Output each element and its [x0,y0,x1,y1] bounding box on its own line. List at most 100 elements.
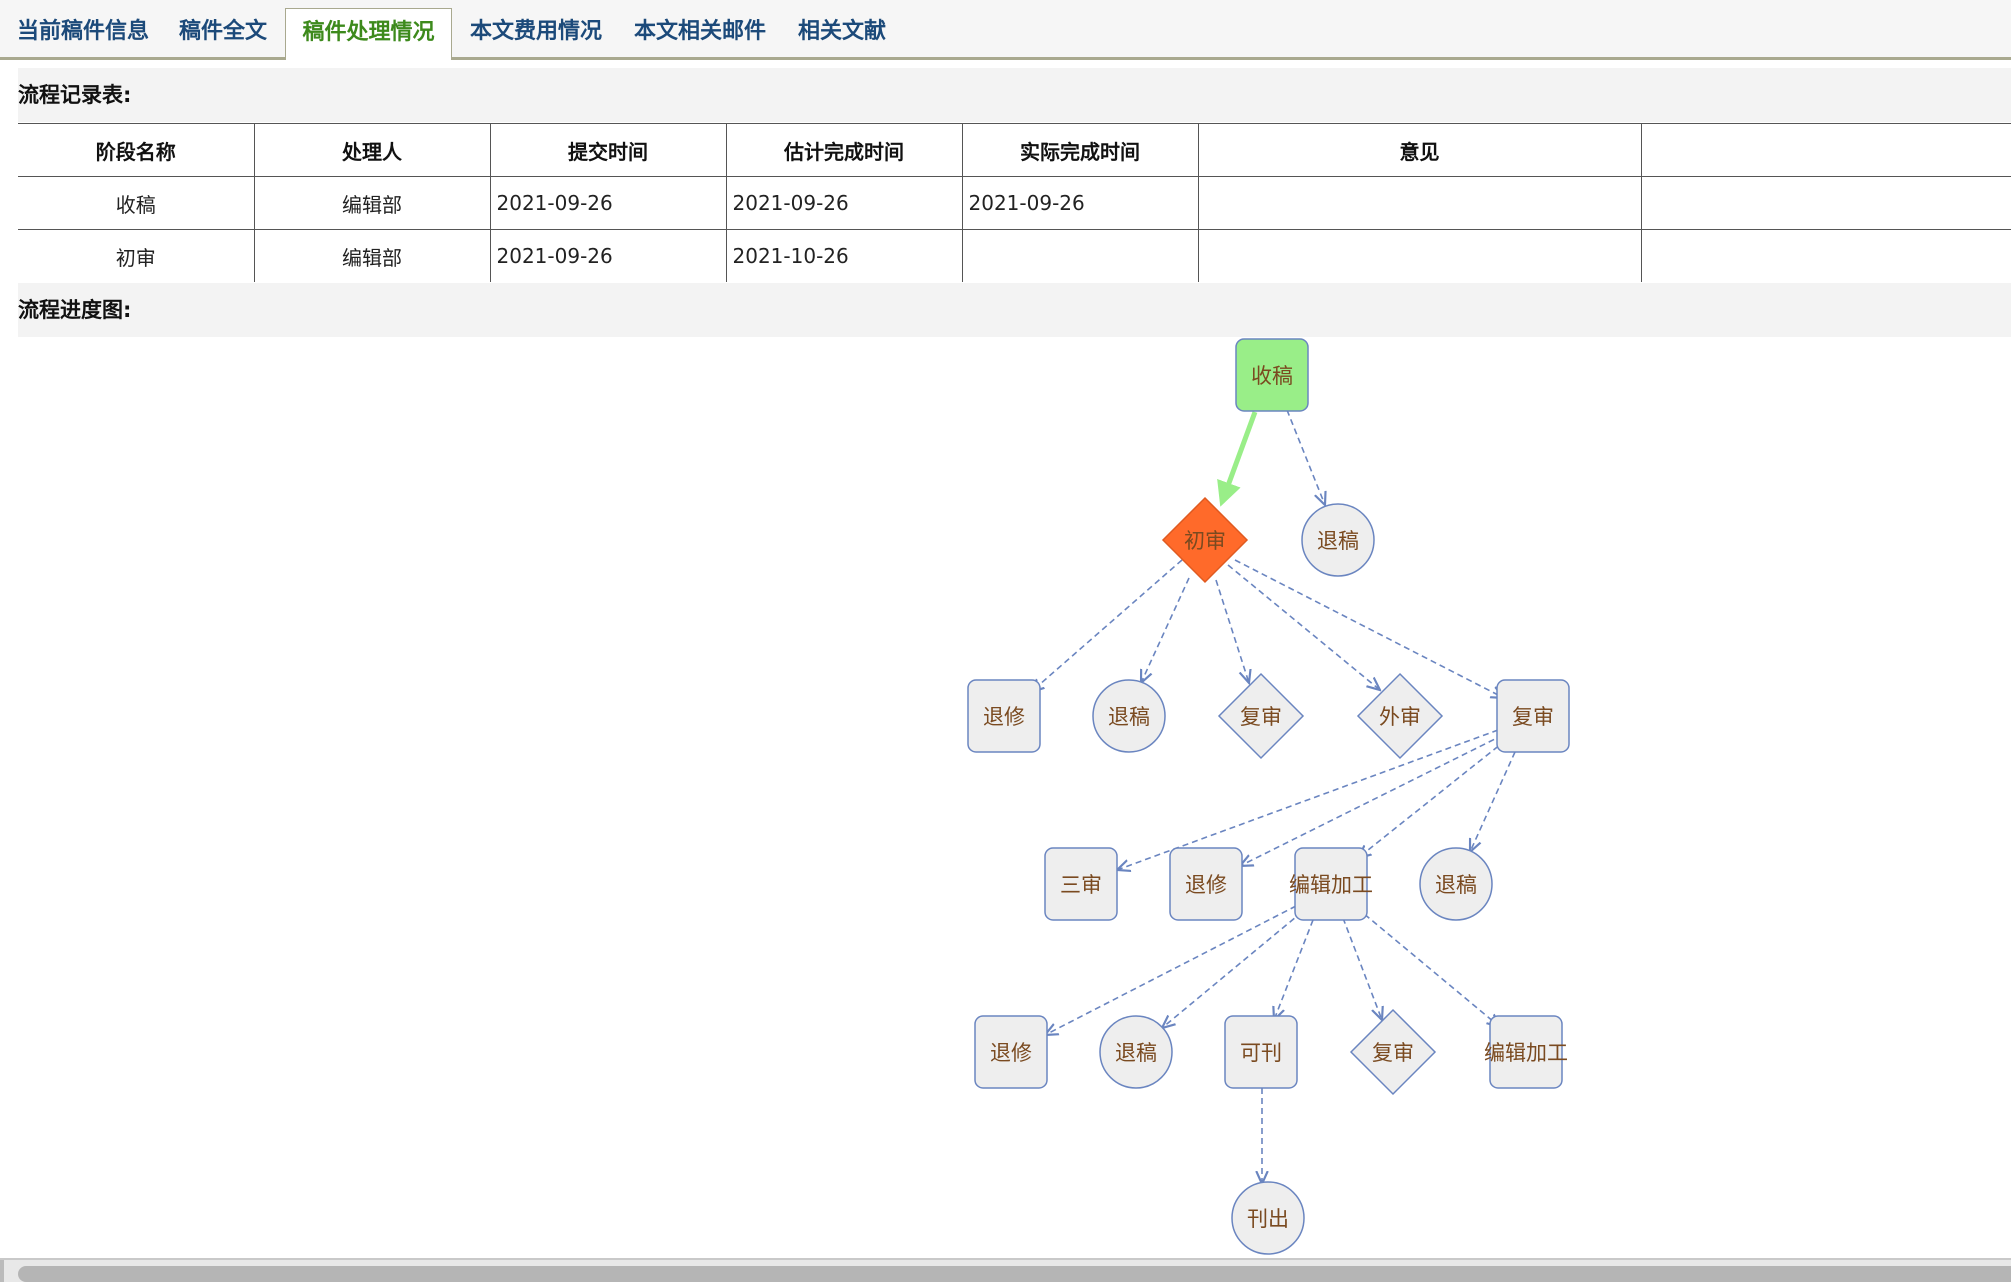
tab-related-literature[interactable]: 相关文献 [797,19,886,44]
col-header-extra [1641,123,2011,177]
node-label: 退稿 [1435,873,1477,897]
cell-opinion [1198,229,1642,282]
col-header-stage: 阶段名称 [18,123,255,177]
cell-handler: 编辑部 [254,176,491,230]
flow-node-rounded-rect[interactable]: 编辑加工 [1484,1015,1568,1089]
node-shape [1419,847,1493,921]
flow-node-rounded-rect[interactable]: 退修 [1169,847,1243,921]
cell-extra [1641,176,2011,230]
edge-pending [1342,917,1382,1020]
col-header-actual-time: 实际完成时间 [962,123,1199,177]
flow-node-rounded-rect[interactable]: 三审 [1044,847,1118,921]
edge-pending [1470,751,1516,852]
node-shape [967,679,1041,753]
node-shape [974,1015,1048,1089]
tab-related-emails[interactable]: 本文相关邮件 [633,19,766,44]
cell-submit-time: 2021-09-26 [490,229,727,282]
flow-node-diamond[interactable]: 复审 [1349,1008,1437,1096]
node-shape [1489,1015,1563,1089]
node-shape [1235,338,1309,412]
edge-pending [1141,577,1190,683]
col-header-opinion: 意见 [1198,123,1642,177]
tab-processing-status[interactable]: 稿件处理情况 [285,8,452,60]
progress-diagram-title: 流程进度图: [18,283,2011,337]
edge-pending [1215,579,1249,683]
cell-extra [1641,229,2011,282]
flow-node-rounded-rect[interactable]: 复审 [1496,679,1570,753]
tab-fees[interactable]: 本文费用情况 [469,19,602,44]
horizontal-scrollbar[interactable] [0,1258,2011,1282]
node-label: 复审 [1512,705,1554,729]
node-label: 复审 [1372,1041,1414,1065]
node-label: 退修 [990,1041,1032,1065]
node-shape [1161,496,1249,584]
col-header-submit-time: 提交时间 [490,123,727,177]
edge-pending [1227,564,1380,690]
flow-node-circle[interactable]: 刊出 [1231,1181,1305,1255]
process-record-table: 阶段名称 处理人 提交时间 估计完成时间 实际完成时间 意见 收稿 编辑部 20… [18,123,2011,282]
edge-completed [1217,411,1258,507]
node-shape [1496,679,1570,753]
cell-handler: 编辑部 [254,229,491,282]
table-row: 收稿 编辑部 2021-09-26 2021-09-26 2021-09-26 [18,176,2011,230]
edge-pending [1117,729,1499,870]
node-label: 退稿 [1108,705,1150,729]
edge-pending [1358,739,1507,858]
edge-pending [1045,905,1297,1035]
node-label: 退修 [983,705,1025,729]
edge-pending [1234,559,1504,698]
node-shape [1356,672,1444,760]
node-shape [1044,847,1118,921]
node-label: 编辑加工 [1289,873,1373,897]
cell-actual-time: 2021-09-26 [962,176,1199,230]
flow-node-circle[interactable]: 退稿 [1301,503,1375,577]
tab-manuscript-info[interactable]: 当前稿件信息 [16,19,149,44]
node-shape [1099,1015,1173,1089]
flow-node-diamond[interactable]: 初审 [1161,496,1249,584]
flow-node-rounded-rect[interactable]: 收稿 [1235,338,1309,412]
col-header-estimated-time: 估计完成时间 [726,123,963,177]
scrollbar-left-arrow[interactable] [0,1260,4,1282]
flow-nodes: 收稿退稿初审退修退稿复审外审复审三审退修编辑加工退稿退修退稿可刊复审编辑加工刊出 [967,338,1570,1255]
node-label: 可刊 [1240,1041,1282,1065]
flow-node-diamond[interactable]: 复审 [1217,672,1305,760]
cell-estimated-time: 2021-09-26 [726,176,963,230]
edge-pending [1240,734,1504,866]
flow-node-circle[interactable]: 退稿 [1099,1015,1173,1089]
flow-node-rounded-rect[interactable]: 可刊 [1224,1015,1298,1089]
flow-node-circle[interactable]: 退稿 [1419,847,1493,921]
record-table-title: 流程记录表: [18,68,2011,122]
flow-node-diamond[interactable]: 外审 [1356,672,1444,760]
node-shape [1217,672,1305,760]
tab-bar: 当前稿件信息 稿件全文 稿件处理情况 本文费用情况 本文相关邮件 相关文献 [0,0,2011,60]
node-label: 退修 [1185,873,1227,897]
flow-node-rounded-rect[interactable]: 退修 [967,679,1041,753]
edge-pending [1162,911,1303,1028]
cell-opinion [1198,176,1642,230]
table-row: 初审 编辑部 2021-09-26 2021-10-26 [18,229,2011,282]
node-shape [1092,679,1166,753]
node-shape [1301,503,1375,577]
col-header-handler: 处理人 [254,123,491,177]
flow-node-circle[interactable]: 退稿 [1092,679,1166,753]
node-label: 外审 [1379,705,1421,729]
cell-stage: 收稿 [18,176,255,230]
node-shape [1231,1181,1305,1255]
tab-manuscript-fulltext[interactable]: 稿件全文 [178,19,267,44]
flow-node-rounded-rect[interactable]: 退修 [974,1015,1048,1089]
flow-node-rounded-rect[interactable]: 编辑加工 [1289,847,1373,921]
node-shape [1224,1015,1298,1089]
node-label: 初审 [1184,529,1226,553]
node-label: 三审 [1060,873,1102,897]
process-flow-diagram: 收稿退稿初审退修退稿复审外审复审三审退修编辑加工退稿退修退稿可刊复审编辑加工刊出 [967,338,1570,1255]
node-label: 退稿 [1317,529,1359,553]
node-shape [1349,1008,1437,1096]
cell-submit-time: 2021-09-26 [490,176,727,230]
node-shape [1294,847,1368,921]
node-label: 复审 [1240,705,1282,729]
node-shape [1169,847,1243,921]
node-label: 刊出 [1247,1207,1289,1231]
scrollbar-thumb[interactable] [18,1266,2011,1282]
node-label: 收稿 [1251,364,1293,388]
table-header-row: 阶段名称 处理人 提交时间 估计完成时间 实际完成时间 意见 [18,123,2011,177]
